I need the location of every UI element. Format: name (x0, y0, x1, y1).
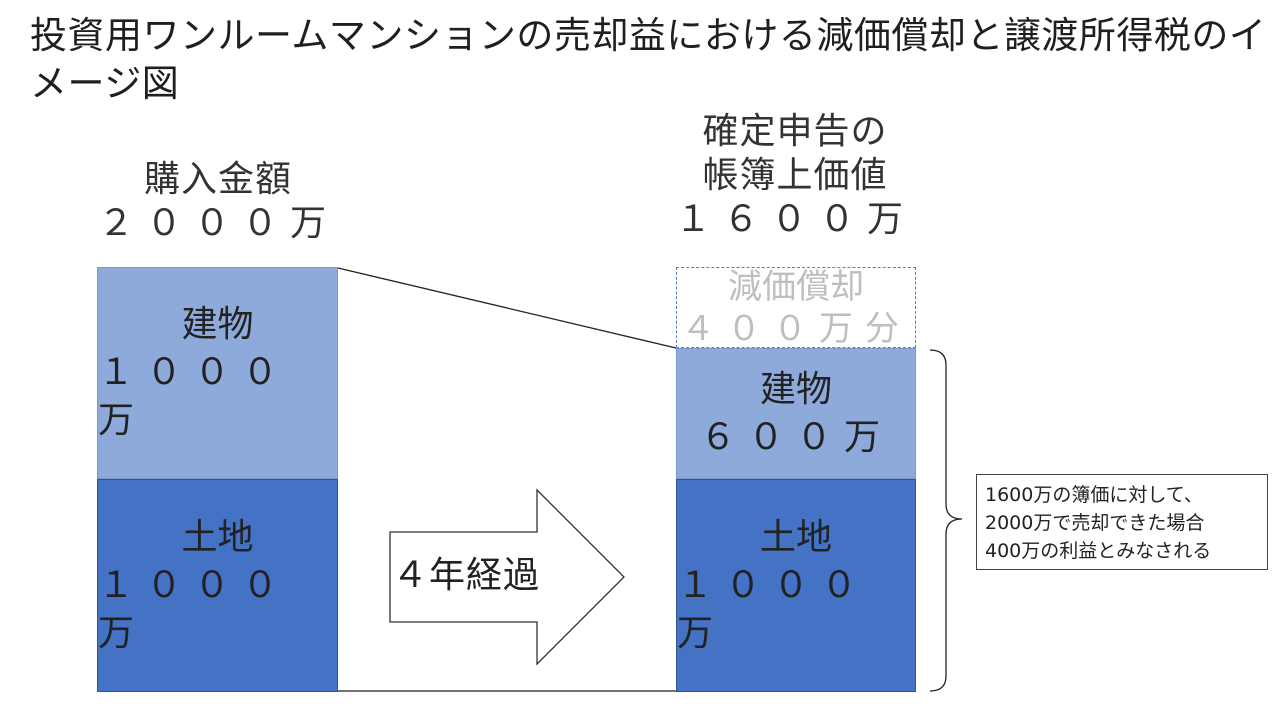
left-building-block: 建物 １０００万 (97, 267, 338, 479)
profit-note: 1600万の簿価に対して、 2000万で売却できた場合 400万の利益とみなされ… (976, 474, 1268, 570)
right-land-value: １０００万 (677, 564, 870, 654)
left-building-label: 建物 (181, 304, 254, 345)
profit-note-line-2: 2000万で売却できた場合 (985, 512, 1205, 534)
purchase-price-caption: 購入金額 (143, 159, 292, 200)
top-connector-line (337, 267, 677, 349)
book-value-value: １６００万 (674, 199, 915, 240)
book-value-label: 確定申告の 帳簿上価値 １６００万 (660, 110, 930, 242)
elapsed-arrow-label: ４年経過 (392, 555, 541, 596)
book-value-caption-2: 帳簿上価値 (702, 155, 888, 196)
right-land-label: 土地 (759, 516, 832, 558)
left-land-label: 土地 (181, 516, 254, 558)
left-land-value: １０００万 (98, 564, 291, 654)
purchase-price-value: ２０００万 (98, 203, 339, 244)
right-building-value: ６００万 (699, 416, 892, 458)
right-land-block: 土地 １０００万 (676, 479, 916, 692)
right-brace (929, 349, 963, 692)
depreciation-block: 減価償却 ４００万分 (676, 266, 916, 349)
purchase-price-label: 購入金額 ２０００万 (98, 158, 338, 246)
right-building-label: 建物 (759, 368, 832, 410)
right-building-block: 建物 ６００万 (676, 348, 916, 479)
left-land-block: 土地 １０００万 (97, 479, 338, 692)
depreciation-value: ４００万分 (681, 308, 911, 349)
elapsed-arrow-shape (389, 488, 625, 666)
book-value-caption-1: 確定申告の (702, 111, 888, 152)
profit-note-line-1: 1600万の簿価に対して、 (985, 484, 1203, 506)
profit-note-line-3: 400万の利益とみなされる (985, 540, 1212, 562)
page-title: 投資用ワンルームマンションの売却益における減価償却と譲渡所得税のイメージ図 (30, 14, 1267, 105)
depreciation-label: 減価償却 (728, 266, 864, 307)
left-building-value: １０００万 (98, 352, 291, 441)
